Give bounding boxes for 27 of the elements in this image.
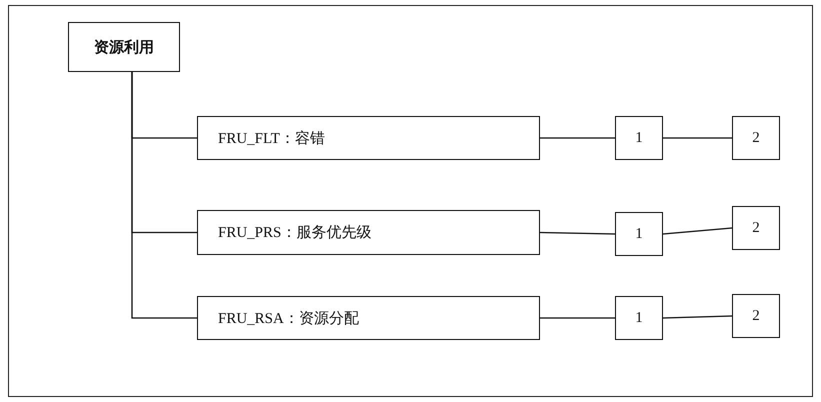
node-label: 1: [635, 226, 643, 242]
node-label: 2: [752, 220, 760, 236]
process-box: [197, 116, 540, 160]
number-box: [732, 116, 780, 160]
connector-line: [663, 137, 732, 139]
number-box: [615, 296, 663, 340]
node-label: FRU_PRS：服务优先级: [218, 224, 372, 242]
connector-line: [540, 137, 615, 139]
node-label: 1: [635, 310, 643, 326]
process-box: [197, 210, 540, 255]
connector-line: [662, 227, 732, 235]
connector-line: [540, 232, 616, 235]
number-box: [68, 22, 180, 72]
number-box: [615, 212, 663, 256]
node-label: 2: [752, 130, 760, 146]
connector-line: [540, 317, 615, 319]
number-box: [732, 206, 780, 250]
process-box: [197, 296, 540, 340]
connector-line: [131, 72, 197, 319]
node-label: 1: [635, 130, 643, 146]
number-box: [732, 294, 780, 338]
node-label: FRU_FLT：容错: [218, 129, 325, 148]
node-label: FRU_RSA：资源分配: [218, 310, 359, 328]
node-label: 资源利用: [94, 38, 154, 56]
connector-line: [662, 315, 732, 319]
number-box: [615, 116, 663, 160]
node-label: 2: [752, 308, 760, 324]
